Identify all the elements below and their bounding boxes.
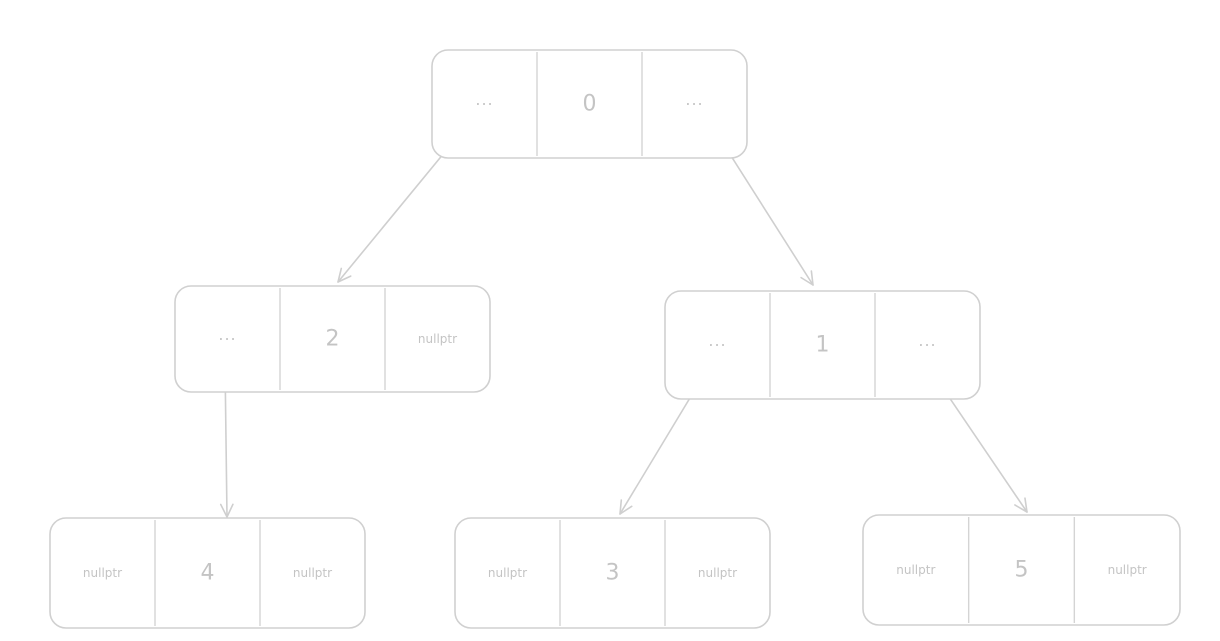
arrow-head-icon [219,503,234,518]
value-cell: 2 [326,327,340,352]
value-cell: 1 [816,333,830,358]
right-pointer-cell: nullptr [698,566,737,580]
left-pointer-cell: ··· [708,336,726,355]
right-pointer-cell: ··· [685,95,703,114]
tree-node-3: nullptr 3 nullptr [454,517,771,629]
arrow-head-icon [1014,497,1028,513]
value-cell: 3 [606,561,620,586]
node-box [49,517,366,629]
node-box [174,285,491,393]
node-box [862,514,1181,626]
node-box [664,290,981,400]
arrow-head-icon [337,267,352,283]
value-cell: 0 [583,92,597,117]
right-pointer-cell: ··· [918,336,936,355]
left-pointer-cell: nullptr [83,566,122,580]
right-pointer-cell: nullptr [1108,563,1147,577]
tree-node-5: nullptr 5 nullptr [862,514,1181,626]
tree-node-2: ··· 2 nullptr [174,285,491,393]
arrow-head-icon [619,499,633,515]
right-pointer-cell: nullptr [418,332,457,346]
value-cell: 4 [201,561,215,586]
value-cell: 5 [1015,558,1029,583]
edge-n0-n2 [337,135,459,283]
left-pointer-cell: ··· [475,95,493,114]
left-pointer-cell: nullptr [488,566,527,580]
arrow-head-icon [800,270,814,286]
tree-node-4: nullptr 4 nullptr [49,517,366,629]
tree-node-1: ··· 1 ··· [664,290,981,400]
right-pointer-cell: nullptr [293,566,332,580]
node-box [431,49,748,159]
node-box [454,517,771,629]
left-pointer-cell: ··· [218,330,236,349]
tree-node-0: ··· 0 ··· [431,49,748,159]
edge-line [337,135,459,283]
left-pointer-cell: nullptr [896,563,935,577]
